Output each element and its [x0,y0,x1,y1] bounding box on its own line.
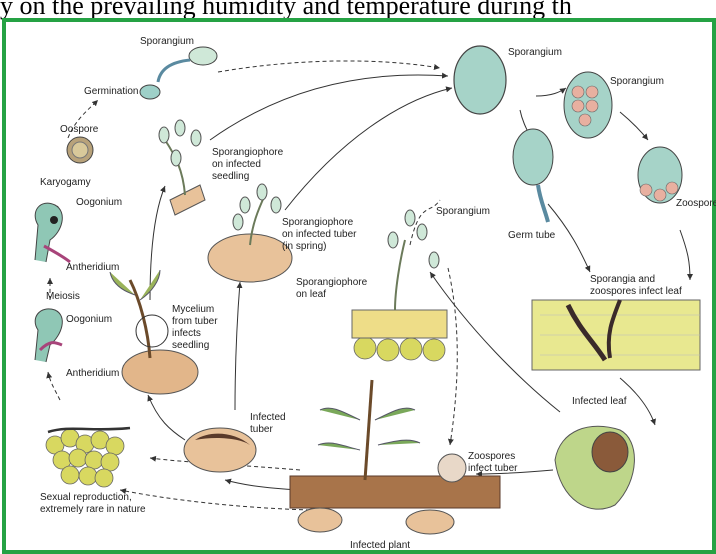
label-antheridium-1: Antheridium [66,262,119,273]
oospore-illustration [67,137,93,163]
label-spgph-seedling-2: on infected [212,159,261,170]
infected-leaf-illustration [555,426,634,509]
sporangium-top-right-illustration [454,46,682,222]
label-sporangium-mid: Sporangium [436,206,490,217]
oogonium-antheridium-top-illustration [35,203,70,262]
label-spgph-seedling-3: seedling [212,171,249,182]
label-spgph-leaf-2: on leaf [296,289,326,300]
sexual-reproduction-cluster [46,428,130,487]
label-infected-leaf: Infected leaf [572,396,627,407]
label-sexual-2: extremely rare in nature [40,504,146,515]
label-oospore: Oospore [60,124,99,135]
label-sporangia-infect-2: zoospores infect leaf [590,286,682,297]
label-mycelium-4: seedling [172,340,209,351]
label-oogonium-2: Oogonium [66,314,112,325]
label-mycelium-3: infects [172,328,201,339]
label-mycelium-1: Mycelium [172,304,214,315]
label-sporangia-infect-1: Sporangia and [590,274,655,285]
label-spgph-leaf-1: Sporangiophore [296,277,368,288]
label-sporangium-right-1: Sporangium [508,47,562,58]
label-sporangium-right-2: Sporangium [610,76,664,87]
label-oogonium-1: Oogonium [76,197,122,208]
label-spgph-seedling-1: Sporangiophore [212,147,284,158]
sporangiophore-tuber-illustration [208,184,292,282]
label-meiosis: Meiosis [46,291,80,302]
label-spgph-tuber-2: on infected tuber [282,229,357,240]
label-infected-tuber-2: tuber [250,424,273,435]
germinating-sporangium-illustration [140,47,217,99]
label-sporangium-top: Sporangium [140,36,194,47]
label-antheridium-2: Antheridium [66,368,119,379]
oogonium-antheridium-bottom-illustration [35,309,62,362]
label-mycelium-2: from tuber [172,316,218,327]
label-karyogamy: Karyogamy [40,177,91,188]
label-germ-tube: Germ tube [508,230,556,241]
sporangiophore-seedling-illustration [159,120,205,215]
infected-tuber-illustration [184,428,256,472]
label-infected-plant: Infected plant [350,540,410,551]
leaf-tissue-illustration [532,300,700,370]
label-zoospores-tuber-2: infect tuber [468,463,518,474]
label-spgph-tuber-3: (in spring) [282,241,326,252]
label-germination: Germination [84,86,138,97]
label-infected-tuber-1: Infected [250,412,286,423]
label-spgph-tuber-1: Sporangiophore [282,217,354,228]
label-zoospores: Zoospores [676,198,716,209]
label-zoospores-tuber-1: Zoospores [468,451,515,462]
label-sexual-1: Sexual reproduction, [40,492,132,503]
